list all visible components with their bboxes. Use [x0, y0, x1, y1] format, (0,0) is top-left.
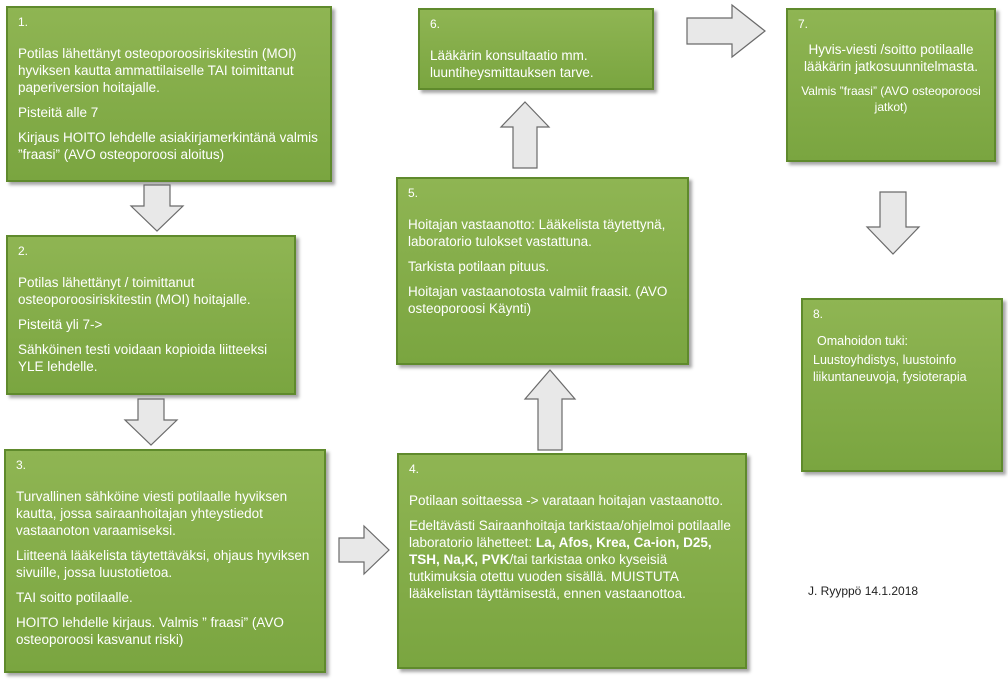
- step-box-2: 2. Potilas lähettänyt / toimittanut oste…: [6, 235, 296, 395]
- step-number: 8.: [813, 307, 824, 321]
- step-text: Pisteitä alle 7: [18, 105, 99, 120]
- step-box-4: 4. Potilaan soittaessa -> varataan hoita…: [397, 453, 747, 669]
- arrow-down-7-8: [865, 191, 921, 255]
- step-text: Omahoidon tuki:: [817, 334, 909, 348]
- arrow-up-4-5: [523, 369, 577, 451]
- step-text: Liitteenä lääkelista täytettäväksi, ohja…: [16, 548, 310, 580]
- step-text: Hoitajan vastaanotosta valmiit fraasit. …: [408, 284, 668, 316]
- lab-intro: Edeltävästi Sairaanhoitaja tarkistaa/ohj…: [409, 518, 731, 550]
- step-text: Hyvis-viesti /soitto potilaalle lääkärin…: [803, 42, 979, 74]
- step-text: Pisteitä yli 7->: [18, 317, 103, 332]
- step-box-7: 7. Hyvis-viesti /soitto potilaalle lääkä…: [786, 8, 996, 162]
- lab-tests: La, Afos, Krea, Ca-ion, D25, TSH, Na,K, …: [409, 535, 712, 567]
- step-text: Kirjaus HOITO lehdelle asiakirjamerkintä…: [18, 130, 318, 162]
- step-text-lab: Edeltävästi Sairaanhoitaja tarkistaa/ohj…: [409, 517, 735, 602]
- step-box-8: 8. Omahoidon tuki: Luustoyhdistys, luust…: [801, 298, 1003, 472]
- arrow-down-2-3: [123, 398, 179, 446]
- arrow-right-3-4: [338, 524, 390, 576]
- step-text: Potilas lähettänyt osteoporoosiriskitest…: [18, 46, 297, 95]
- step-text: Tarkista potilaan pituus.: [408, 259, 550, 274]
- step-text: Sähköinen testi voidaan kopioida liittee…: [18, 342, 268, 374]
- step-box-3: 3. Turvallinen sähköine viesti potilaall…: [4, 449, 326, 673]
- step-number: 7.: [798, 17, 809, 31]
- step-number: 2.: [18, 244, 29, 258]
- step-number: 1.: [18, 15, 29, 29]
- step-number: 3.: [16, 458, 27, 472]
- step-box-6: 6. Lääkärin konsultaatio mm. luuntiheysm…: [418, 8, 654, 90]
- step-text: Turvallinen sähköine viesti potilaalle h…: [16, 489, 288, 538]
- step-number: 4.: [409, 462, 420, 476]
- lab-followup: /tai tarkistaa onko kyseisiä tutkimuksia…: [409, 552, 686, 601]
- step-number: 5.: [408, 186, 419, 200]
- arrow-right-6-7: [686, 3, 766, 59]
- step-text: Hoitajan vastaanotto: Lääkelista täytett…: [408, 217, 666, 249]
- step-text: Potilaan soittaessa -> varataan hoitajan…: [409, 493, 724, 508]
- step-text: Valmis ”fraasi” (AVO osteoporoosi jatkot…: [801, 84, 981, 114]
- step-number: 6.: [430, 17, 441, 31]
- author-signature: J. Ryyppö 14.1.2018: [808, 584, 919, 598]
- step-text: Potilas lähettänyt / toimittanut osteopo…: [18, 275, 251, 307]
- step-text: Luustoyhdistys, luustoinfo liikuntaneuvo…: [813, 353, 967, 384]
- step-text: Lääkärin konsultaatio mm. luuntiheysmitt…: [430, 48, 594, 80]
- step-box-5: 5. Hoitajan vastaanotto: Lääkelista täyt…: [396, 177, 689, 365]
- step-text: TAI soitto potilaalle.: [16, 590, 133, 605]
- arrow-up-5-6: [499, 101, 551, 169]
- step-text: HOITO lehdelle kirjaus. Valmis ” fraasi”…: [16, 615, 284, 647]
- arrow-down-1-2: [129, 184, 185, 232]
- step-box-1: 1. Potilas lähettänyt osteoporoosiriskit…: [6, 6, 332, 182]
